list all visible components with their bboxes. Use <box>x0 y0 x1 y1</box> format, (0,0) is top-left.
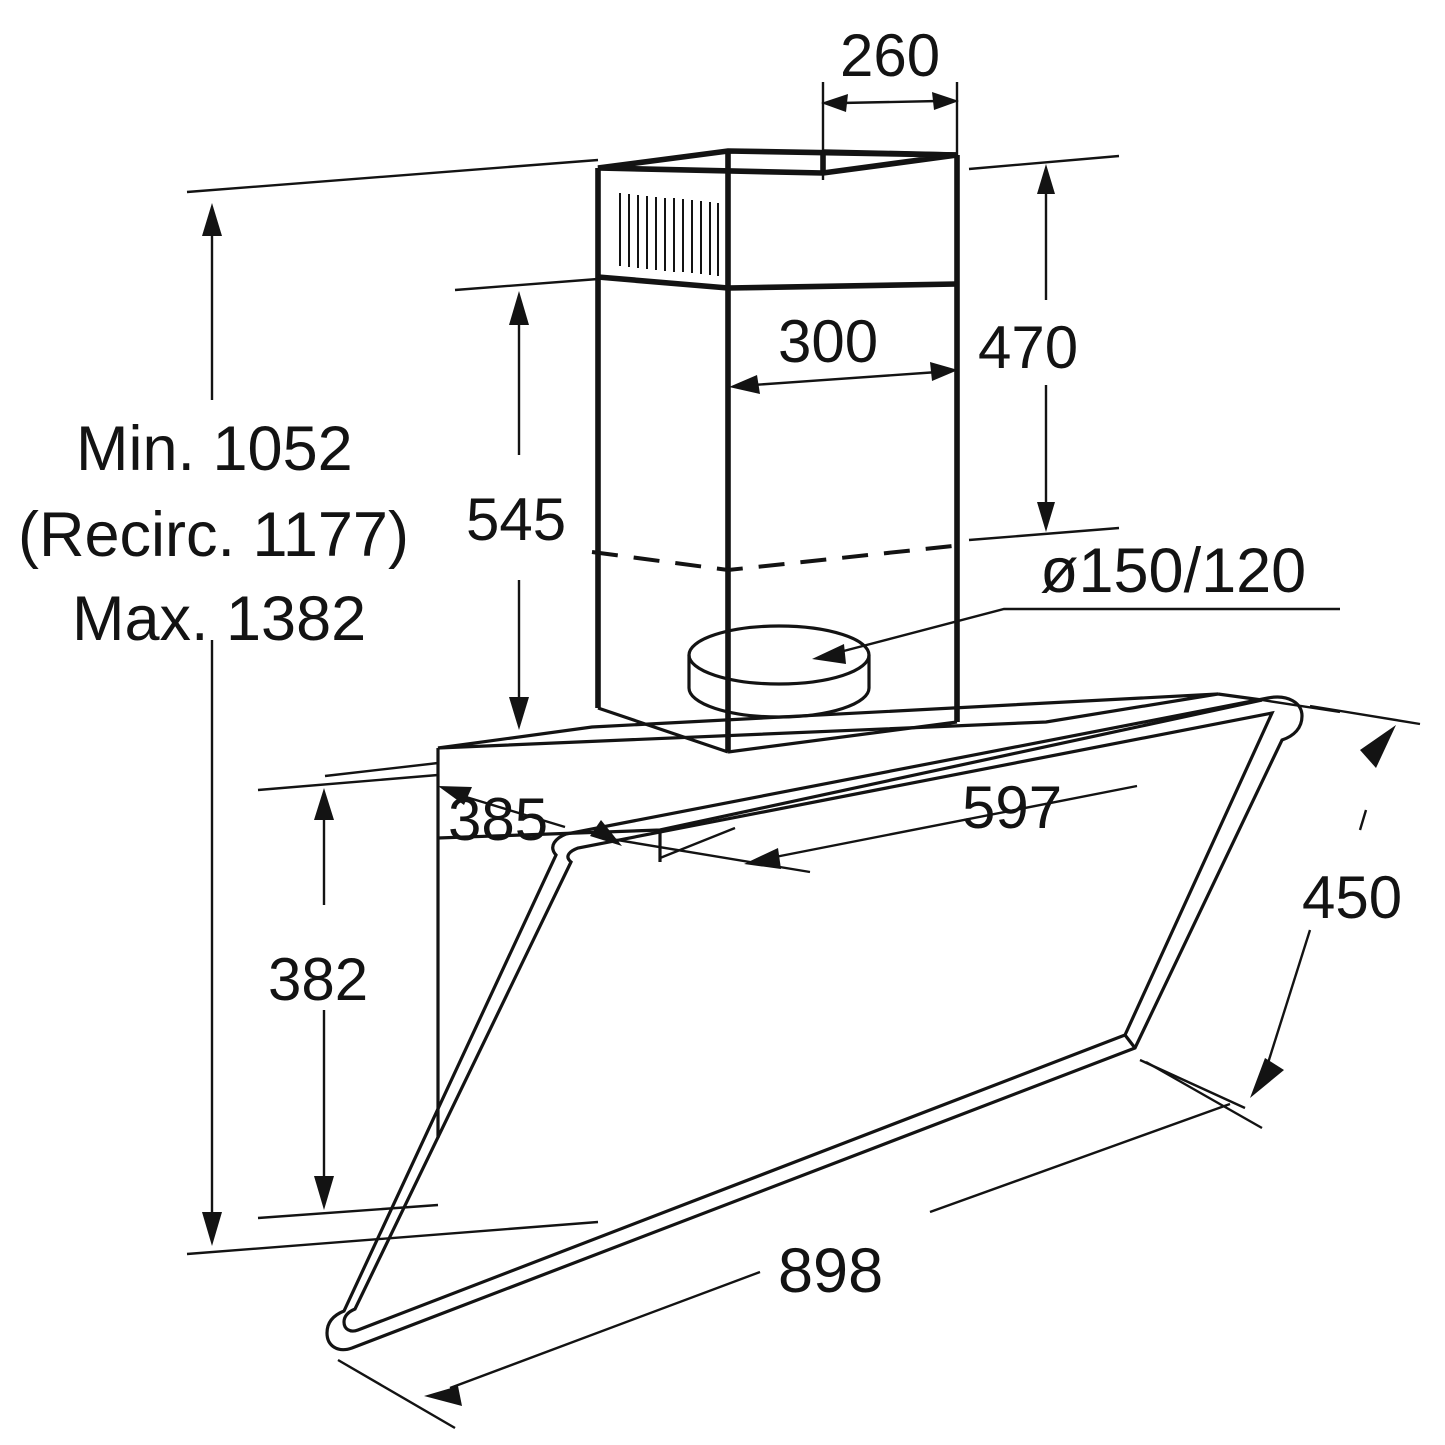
chimney-section-dashed-line <box>591 543 963 573</box>
dim-385-line-b <box>659 826 736 860</box>
dim-470-ext-top <box>968 154 1120 171</box>
dim-duct-label: ø150/120 <box>1040 536 1306 606</box>
ventilation-slots <box>619 193 719 276</box>
dim-450-arrow-top <box>1360 725 1396 768</box>
dim-898-label: 898 <box>778 1236 883 1306</box>
dim-470-arrow-bottom <box>1037 502 1055 532</box>
dim-300-label: 300 <box>778 308 878 375</box>
dim-470-ext-bottom <box>968 526 1120 542</box>
chimney-upper-section <box>595 148 960 291</box>
dim-total-ext-bottom <box>186 1220 599 1256</box>
dim-385-line-a <box>465 795 566 829</box>
dim-duct-leader-arrow <box>812 644 846 664</box>
dim-597-ext-right <box>1261 698 1341 714</box>
dim-470-label: 470 <box>978 314 1078 381</box>
dim-recirc-1177-label: (Recirc. 1177) <box>18 500 409 570</box>
dim-450-label: 450 <box>1302 864 1402 931</box>
dim-duct-group: ø150/120 <box>812 536 1340 664</box>
dim-300-arrow-right <box>930 362 958 381</box>
dim-545-group: 545 <box>454 277 599 730</box>
chimney-bottom-left-edge <box>597 706 729 754</box>
dim-260-label: 260 <box>840 22 940 89</box>
dim-duct-leader-line <box>835 607 1340 655</box>
dim-382-arrow-bottom <box>314 1176 334 1210</box>
chimney-upper-left-bottom <box>597 274 729 291</box>
dim-min-1052-label: Min. 1052 <box>76 414 353 484</box>
glass-panel-inner-outline <box>342 710 1275 1333</box>
dim-385-arrow-left <box>438 786 472 805</box>
dim-597-arrow-left <box>744 848 781 869</box>
dim-total-ext-top <box>186 158 599 194</box>
dim-898-line-left <box>449 1270 761 1390</box>
dim-382-ext-bottom <box>257 1203 439 1220</box>
dim-300-line <box>752 370 939 387</box>
dim-597-line <box>769 784 1138 860</box>
dim-898-line-right <box>929 1102 1231 1214</box>
dim-385-group: 385 <box>324 761 736 860</box>
dim-260-arrow-left <box>821 94 848 112</box>
dim-300-arrow-left <box>729 375 760 394</box>
dim-450-ext-top <box>1309 704 1421 726</box>
dim-597-group: 597 <box>604 698 1341 874</box>
dim-260-arrow-right <box>932 92 959 110</box>
dim-382-arrow-top <box>314 788 334 820</box>
glass-panel-outline <box>325 695 1304 1352</box>
dim-382-label: 382 <box>268 946 368 1013</box>
dim-total-arrow-bottom <box>202 1212 222 1246</box>
dim-385-ext-left <box>324 761 439 778</box>
dim-382-ext-top <box>257 773 439 792</box>
dim-260-group: 260 <box>821 22 959 185</box>
dim-545-label: 545 <box>466 486 566 553</box>
chimney-upper-right-bottom <box>727 281 958 291</box>
dim-898-group: 898 <box>337 1060 1263 1430</box>
glass-front-panel <box>325 695 1304 1352</box>
duct-collar <box>687 624 871 719</box>
dim-898-arrow-left <box>424 1386 462 1406</box>
dim-597-label: 597 <box>962 774 1062 841</box>
dim-470-arrow-top <box>1037 164 1055 194</box>
dim-260-line <box>840 99 940 105</box>
dim-470-group: 470 <box>968 154 1120 542</box>
dim-total-height-group: Min. 1052 (Recirc. 1177) Max. 1382 <box>18 158 599 1256</box>
chimney-top-notch-edge <box>822 149 958 158</box>
dim-max-1382-label: Max. 1382 <box>72 584 366 654</box>
canopy-front-lower-edge <box>437 698 1263 840</box>
dim-total-arrow-top <box>202 203 222 236</box>
glass-panel-bend-tick <box>1123 1034 1137 1049</box>
dim-450-line-upper <box>1358 809 1368 831</box>
dim-450-arrow-bottom <box>1250 1058 1284 1098</box>
dim-382-group: 382 <box>257 773 439 1220</box>
dim-450-line-lower <box>1266 929 1312 1064</box>
dim-300-group: 300 <box>729 308 958 394</box>
dim-898-ext-right <box>1145 1060 1263 1130</box>
dim-898-ext-left <box>337 1358 456 1430</box>
dim-545-arrow-top <box>509 291 529 325</box>
dim-545-ext-top <box>454 277 599 292</box>
chimney-lower-section <box>591 277 963 754</box>
dim-545-arrow-bottom <box>509 697 529 730</box>
dim-385-label: 385 <box>448 786 548 853</box>
